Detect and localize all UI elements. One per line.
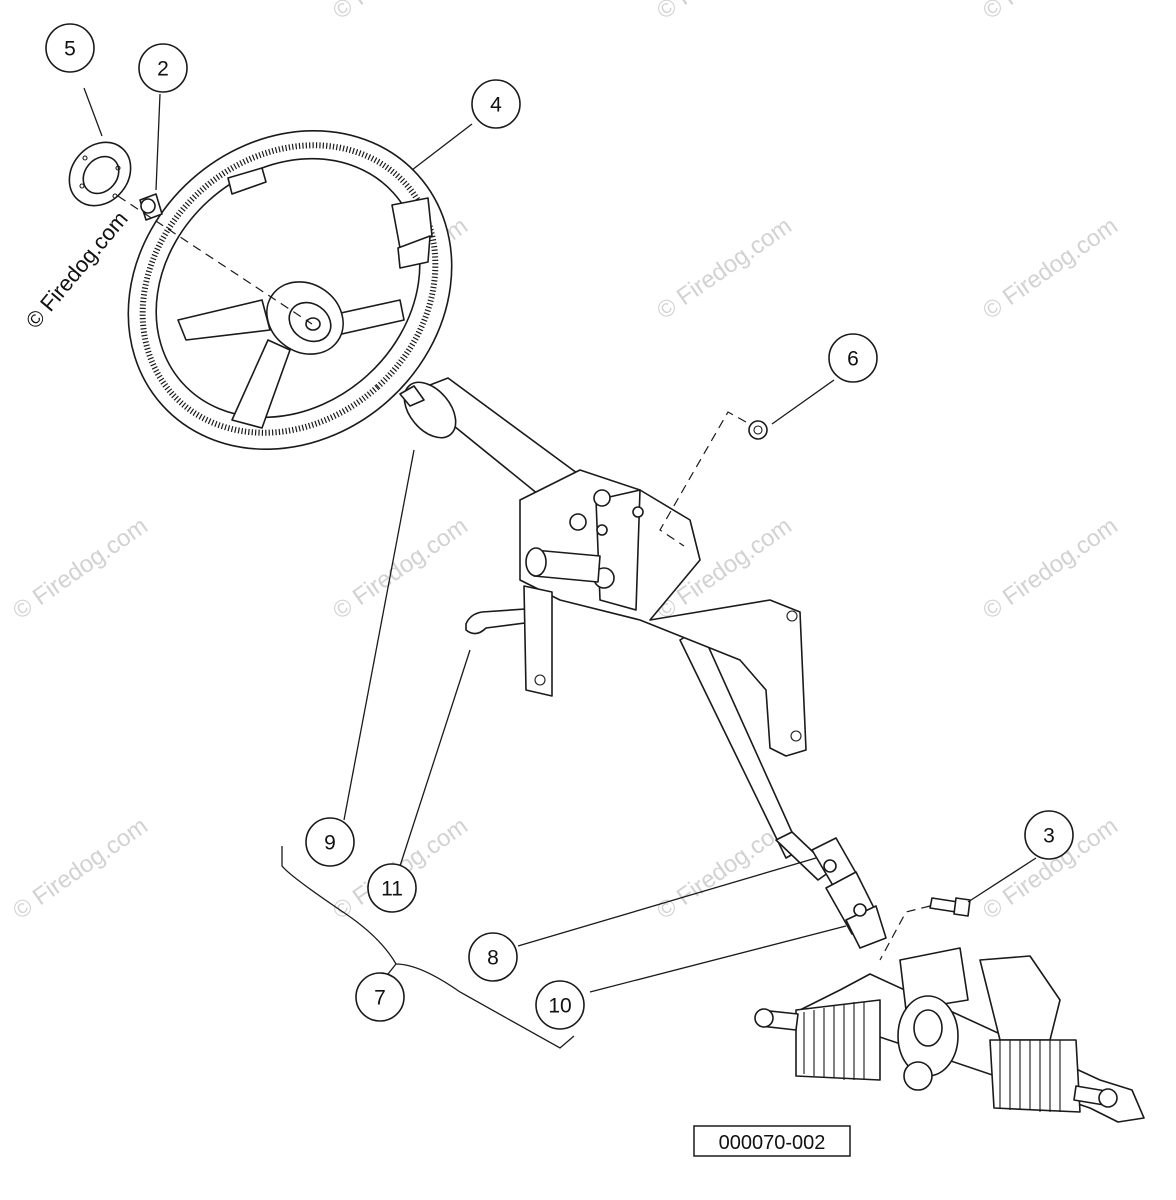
- callout-circle: [471, 79, 521, 129]
- leader-lines: [83, 87, 1037, 1049]
- callout-number: 6: [847, 348, 859, 371]
- callout-circle: [305, 817, 355, 867]
- drawing-number: 000070-002: [719, 1132, 826, 1154]
- callout-number: 11: [381, 878, 403, 901]
- callout-circle: [45, 23, 95, 73]
- watermark-text: © Firedog.com: [328, 0, 473, 25]
- watermark-text: © Firedog.com: [328, 512, 473, 625]
- watermark-layer: © Firedog.com © Firedog.com © Firedog.com ©…: [8, 0, 1123, 925]
- tilt-lever: [465, 585, 553, 697]
- callout-11: 11: [367, 863, 417, 913]
- flange-nut: [748, 420, 768, 440]
- watermark-text: © Firedog.com: [978, 0, 1123, 25]
- steering-rack: [754, 947, 1145, 1123]
- callout-layer: 5 2 4 6 9 11 3 8 7 10: [45, 23, 1074, 1030]
- callout-3: 3: [1024, 810, 1074, 860]
- callout-circle: [367, 863, 417, 913]
- callout-number: 7: [374, 987, 386, 1010]
- drawing-number-box: 000070-002: [693, 1125, 851, 1157]
- pinch-bolt: [929, 897, 971, 917]
- callout-9: 9: [305, 817, 355, 867]
- callout-number: 3: [1043, 825, 1055, 848]
- watermark-text: © Firedog.com: [8, 512, 153, 625]
- column-bracket: [519, 469, 807, 757]
- side-watermark: © Firedog.com: [21, 206, 133, 333]
- callout-4: 4: [471, 79, 521, 129]
- callout-5: 5: [45, 23, 95, 73]
- universal-joint: [811, 837, 887, 949]
- watermark-text: © Firedog.com: [8, 812, 153, 925]
- callout-6: 6: [828, 333, 878, 383]
- hub-nut-plate: [68, 141, 132, 207]
- callout-circle: [1024, 810, 1074, 860]
- watermark-text: © Firedog.com: [652, 212, 797, 325]
- callout-circle: [355, 972, 405, 1022]
- callout-10: 10: [535, 980, 585, 1030]
- callout-number: 9: [324, 832, 336, 855]
- watermark-text: © Firedog.com: [652, 0, 797, 25]
- callout-number: 4: [490, 94, 502, 117]
- callout-circle: [138, 43, 188, 93]
- callout-7: 7: [355, 972, 405, 1022]
- callout-8: 8: [468, 932, 518, 982]
- callout-circle: [828, 333, 878, 383]
- callout-circle: [535, 980, 585, 1030]
- callout-number: 10: [548, 995, 571, 1018]
- watermark-text: © Firedog.com: [978, 212, 1123, 325]
- watermark-text: © Firedog.com: [978, 512, 1123, 625]
- callout-number: 2: [157, 58, 169, 81]
- callout-number: 8: [487, 947, 499, 970]
- callout-number: 5: [64, 38, 76, 61]
- steering-wheel: [127, 130, 453, 450]
- callout-circle: [468, 932, 518, 982]
- callout-2: 2: [138, 43, 188, 93]
